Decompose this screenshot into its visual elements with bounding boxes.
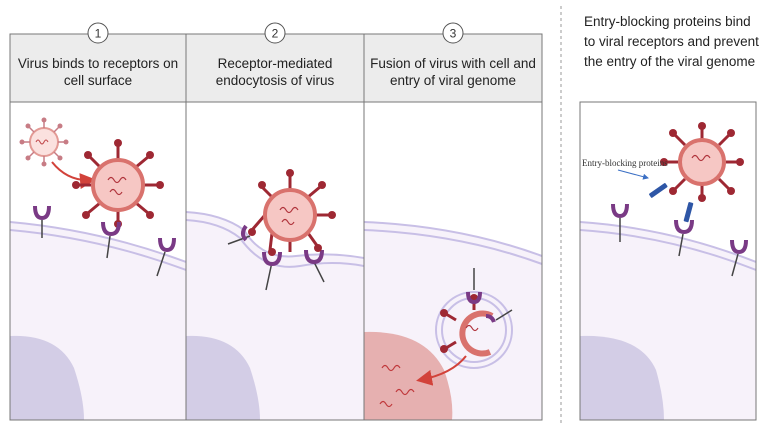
receptor-icon [611,203,629,242]
receptor-icon [730,239,748,277]
panel-2-heading: Receptor-mediated endocytosis of virus [215,56,335,88]
receptor-icon [101,221,121,259]
virus-icon [72,139,164,228]
receptor-icon [33,205,51,238]
step-3-number: 3 [450,27,457,41]
virus-icon [660,122,744,202]
side-panel [579,101,757,421]
entry-blocking-protein-icon [683,202,694,223]
panel-3 [364,102,542,420]
side-panel-title: Entry-blocking proteins bind to viral re… [584,14,759,69]
panel-headers [9,33,543,421]
bound-receptor-icon [262,248,282,291]
genome-arrow [416,355,467,386]
bound-receptor-icon [227,224,256,245]
step-1-circle: 1 [87,22,109,44]
virus-icon [250,169,336,252]
step-2-circle: 2 [264,22,286,44]
nucleus-shape [186,335,260,420]
move-arrow [51,161,96,189]
panel-1-heading: Virus binds to receptors on cell surface [17,56,179,88]
entry-blocking-proteins-label: Entry-blocking proteins [582,158,668,168]
panel-1 [10,102,186,420]
nucleus-shape [364,331,453,420]
step-1-number: 1 [95,27,102,41]
nucleus-shape [580,335,664,420]
viral-genome-icon [379,364,415,408]
entry-blocking-protein-icon [649,183,668,198]
bound-receptor-icon [304,244,325,283]
receptor-icon [674,219,694,257]
step-3-circle: 3 [442,22,464,44]
label-pointer-arrow [617,169,649,180]
endosome-icon [435,268,513,369]
receptor-icon [156,237,176,277]
nucleus-shape [10,335,84,420]
step-2-number: 2 [272,27,279,41]
panel-2 [186,102,364,420]
panel-3-heading: Fusion of virus with cell and entry of v… [370,56,536,88]
small-virus-icon [19,117,69,167]
